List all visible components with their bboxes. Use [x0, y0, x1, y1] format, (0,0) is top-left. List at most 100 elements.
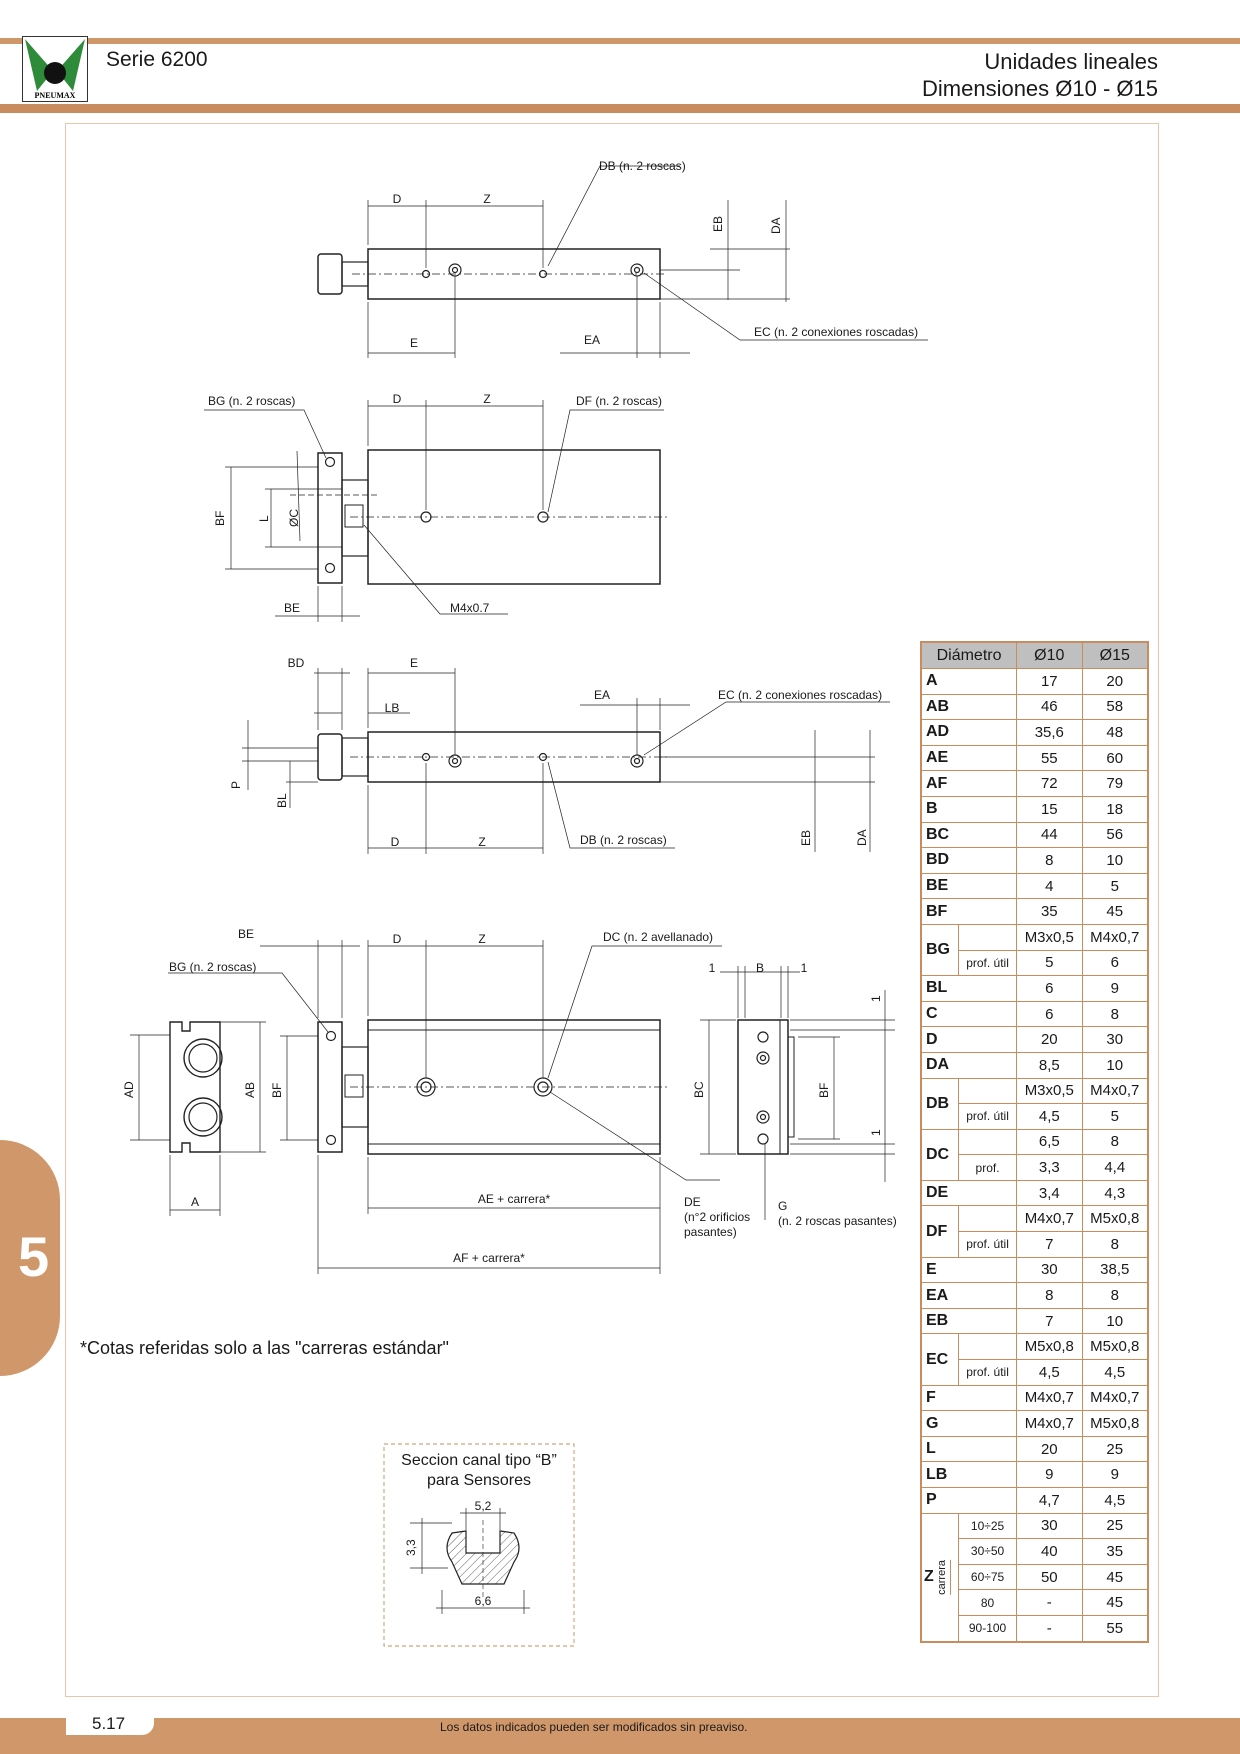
dim-bd: BD — [288, 656, 305, 670]
footer-band — [0, 1718, 1240, 1754]
value-d10: 30 — [1016, 1256, 1083, 1284]
value-d15: 30 — [1081, 1026, 1149, 1053]
row-sub — [957, 923, 1018, 951]
value-d15: 10 — [1081, 1051, 1149, 1079]
value-d10: 4,5 — [1016, 1359, 1083, 1386]
value-d15: 25 — [1081, 1512, 1149, 1540]
chapter-tab[interactable]: 5 — [0, 1140, 60, 1376]
dim-ea: EA — [584, 333, 600, 347]
value-d15: 55 — [1081, 1614, 1149, 1643]
value-d10: 7 — [1016, 1307, 1083, 1335]
value-d10: 35,6 — [1016, 719, 1083, 746]
row-key: L — [920, 1435, 1018, 1463]
header-d15: Ø15 — [1081, 641, 1149, 669]
stroke-range: 90-100 — [957, 1614, 1018, 1643]
dim-da: DA — [855, 829, 869, 846]
pneumax-logo: PNEUMAX — [22, 36, 88, 102]
row-key: G — [920, 1410, 1018, 1437]
value-d15: 35 — [1081, 1538, 1149, 1565]
row-key: DA — [920, 1051, 1018, 1079]
dim-6-6: 6,6 — [475, 1594, 492, 1608]
row-key: EA — [920, 1282, 1018, 1309]
row-key: DF — [920, 1205, 959, 1258]
view-front: D Z BG (n. 2 roscas) DF (n. 2 roscas) BF… — [204, 392, 670, 622]
dim-ea: EA — [594, 688, 610, 702]
dim-z: Z — [483, 192, 490, 206]
value-d10: 8,5 — [1016, 1051, 1083, 1079]
page-number-tab — [66, 1713, 154, 1735]
view-side: BD E LB EA EC (n. 2 conexiones roscadas)… — [229, 656, 890, 854]
dim-3-3: 3,3 — [404, 1539, 418, 1556]
dim-bf: BF — [270, 1083, 284, 1098]
label-ec: EC (n. 2 conexiones roscadas) — [754, 325, 918, 339]
value-d10: M4x0,7 — [1016, 1410, 1083, 1437]
row-key: BG — [920, 923, 959, 977]
dim-l: L — [257, 515, 271, 522]
row-key: AF — [920, 770, 1018, 797]
value-d15: 4,4 — [1081, 1154, 1149, 1181]
value-d10: M4x0,7 — [1016, 1205, 1083, 1233]
dim-oc: ØC — [287, 509, 301, 527]
value-d15: 5 — [1081, 872, 1149, 900]
stroke-range: 80 — [957, 1589, 1018, 1616]
df-hole — [537, 511, 549, 523]
dim-b: B — [756, 961, 764, 975]
view-top: D Z DB (n. 2 roscas) EB DA E EA EC (n. 2… — [317, 159, 928, 358]
row-key: AB — [920, 693, 1018, 721]
header-diameter: Diámetro — [920, 641, 1018, 669]
label-db: DB (n. 2 roscas) — [580, 833, 667, 847]
label-de-line2: (n°2 orificios — [684, 1210, 750, 1224]
value-d10: 8 — [1016, 1282, 1083, 1309]
dim-d: D — [393, 192, 402, 206]
dim-lb: LB — [385, 701, 400, 715]
row-key: F — [920, 1384, 1018, 1412]
value-d10: 7 — [1016, 1231, 1083, 1258]
value-d10: 20 — [1016, 1435, 1083, 1463]
value-d15: M4x0,7 — [1081, 1384, 1149, 1412]
value-d10: 8 — [1016, 847, 1083, 874]
dim-eb: EB — [799, 830, 813, 846]
dim-e: E — [410, 656, 418, 670]
dim-bf2: BF — [817, 1083, 831, 1098]
db-hole — [421, 269, 431, 279]
dim-bc: BC — [692, 1081, 706, 1098]
row-sub: prof. útil — [957, 1103, 1018, 1130]
dim-bf: BF — [213, 511, 227, 526]
row-sub: prof. útil — [957, 1231, 1018, 1258]
row-key: BE — [920, 872, 1018, 900]
content-frame — [65, 123, 1159, 1697]
row-sub — [957, 1128, 1018, 1156]
value-d10: 72 — [1016, 770, 1083, 797]
value-d15: 8 — [1081, 1128, 1149, 1156]
value-d15: 10 — [1081, 847, 1149, 874]
value-d15: 48 — [1081, 719, 1149, 746]
dim-eb: EB — [711, 216, 725, 232]
stroke-range: 30÷50 — [957, 1538, 1018, 1565]
dim-1d: 1 — [869, 1129, 883, 1136]
value-d15: M5x0,8 — [1081, 1205, 1149, 1233]
value-d15: M5x0,8 — [1081, 1333, 1149, 1361]
value-d15: 45 — [1081, 1563, 1149, 1591]
row-key: C — [920, 1000, 1018, 1028]
row-key: DB — [920, 1077, 959, 1130]
value-d15: 45 — [1081, 898, 1149, 925]
value-d15: 8 — [1081, 1000, 1149, 1028]
value-d15: 18 — [1081, 795, 1149, 823]
row-key: BF — [920, 898, 1018, 925]
row-key: DE — [920, 1179, 1018, 1207]
dim-be: BE — [284, 601, 300, 615]
